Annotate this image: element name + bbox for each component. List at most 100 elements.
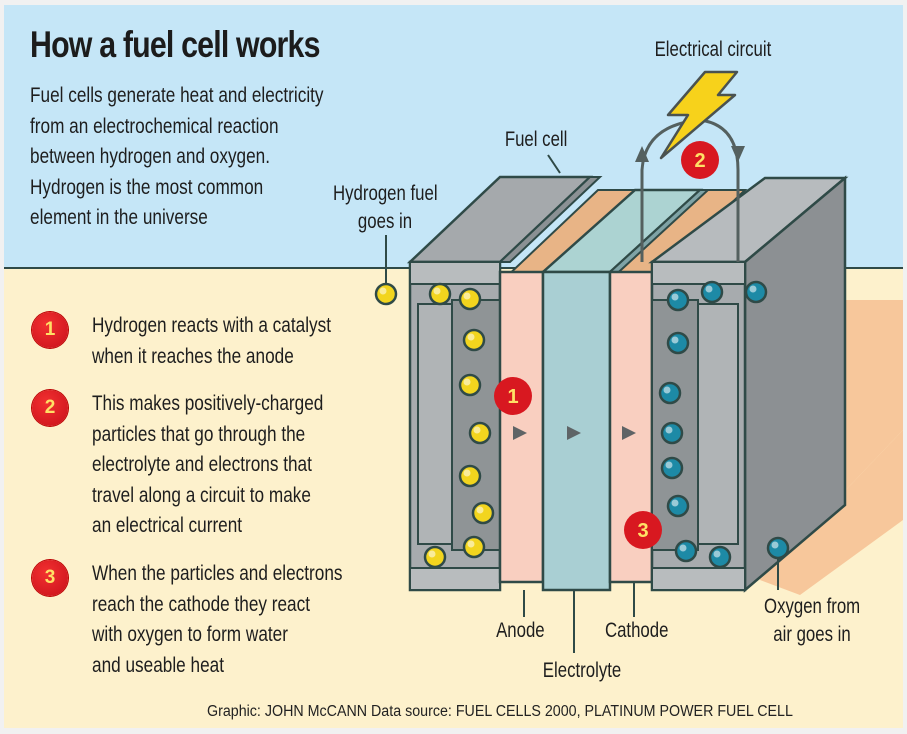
step-line: an electrical current: [92, 513, 243, 537]
hydrogen-molecule-highlight: [463, 469, 471, 477]
oxygen-molecule: [666, 494, 690, 518]
step-line: particles that go through the: [92, 421, 306, 446]
page-title: How a fuel cell works: [30, 24, 320, 65]
hydrogen-molecule: [458, 373, 482, 397]
oxygen-molecule: [674, 539, 698, 563]
oxygen-molecule: [744, 280, 768, 304]
oxygen-molecule-highlight: [663, 386, 671, 394]
hydrogen-molecule: [458, 464, 482, 488]
oxygen-molecule: [700, 280, 724, 304]
intro-text: Fuel cells generate heat and electricity…: [30, 80, 366, 233]
intro-line: Fuel cells generate heat and electricity: [30, 83, 324, 107]
diagram-badge-label: 2: [694, 150, 705, 172]
step-text: When the particles and electrons reach t…: [92, 558, 343, 680]
diagram-badge-label: 1: [507, 386, 518, 408]
label-line: Hydrogen fuel: [333, 182, 438, 205]
label-oxygen: Oxygen from air goes in: [764, 593, 860, 649]
credit-line: Graphic: JOHN McCANN Data source: FUEL C…: [207, 703, 793, 720]
step-line: This makes positively-charged: [92, 391, 324, 415]
hydrogen-molecule-highlight: [463, 292, 471, 300]
anode-layer: [498, 270, 545, 584]
step-line: when it reaches the anode: [92, 343, 294, 368]
oxygen-molecule-highlight: [665, 426, 673, 434]
leader-fuel-cell: [547, 154, 561, 174]
hydrogen-molecule: [468, 421, 492, 445]
label-electrical-circuit: Electrical circuit: [654, 38, 772, 61]
hydrogen-molecule-highlight: [463, 378, 471, 386]
anode-plate-cap: [409, 261, 501, 285]
oxygen-molecule-highlight: [679, 544, 687, 552]
oxygen-molecule-highlight: [671, 336, 679, 344]
intro-line: element in the universe: [30, 205, 208, 229]
diagram-badge-1: [494, 377, 532, 415]
arrow-down-icon: [731, 146, 745, 162]
label-line: goes in: [357, 210, 413, 233]
hydrogen-molecule: [423, 545, 447, 569]
diagram-badge-label: 3: [637, 520, 648, 542]
oxygen-molecule: [658, 381, 682, 405]
label-anode: Anode: [496, 619, 545, 642]
intro-line: from an electrochemical reaction: [30, 113, 279, 138]
step-text: This makes positively-charged particles …: [92, 388, 323, 541]
step-line: travel along a circuit to make: [92, 482, 311, 507]
hydrogen-molecule: [471, 501, 495, 525]
hydrogen-molecule-highlight: [467, 540, 475, 548]
oxygen-molecule: [660, 456, 684, 480]
step-badge: 2: [32, 390, 68, 426]
label-line: Oxygen from: [764, 595, 861, 618]
label-hydrogen-fuel: Hydrogen fuel goes in: [333, 180, 438, 236]
step-line: reach the cathode they react: [92, 591, 311, 616]
oxygen-molecule-highlight: [665, 461, 673, 469]
cathode-inner-wall: [697, 303, 739, 545]
oxygen-molecule: [766, 536, 790, 560]
intro-line: Hydrogen is the most common: [30, 174, 264, 199]
hydrogen-molecule: [462, 328, 486, 352]
anode-plate-edge: [497, 176, 603, 263]
hydrogen-molecule: [374, 282, 398, 306]
label-fuel-cell: Fuel cell: [504, 128, 568, 151]
hydrogen-molecule-highlight: [433, 287, 441, 295]
step-badge: 3: [32, 560, 68, 596]
oxygen-molecule: [666, 288, 690, 312]
oxygen-molecule: [666, 331, 690, 355]
cathode-plate-cap: [651, 261, 746, 285]
oxygen-molecule-highlight: [705, 285, 713, 293]
hydrogen-molecule-highlight: [476, 506, 484, 514]
hydrogen-molecule-highlight: [379, 287, 387, 295]
ion-arrow-icon: [622, 426, 636, 440]
arrow-up-icon: [635, 146, 649, 162]
oxygen-molecule-highlight: [771, 541, 779, 549]
hydrogen-molecule-highlight: [428, 550, 436, 558]
label-line: air goes in: [773, 623, 851, 646]
ion-arrow-icon: [513, 426, 527, 440]
label-cathode: Cathode: [604, 619, 669, 642]
hydrogen-molecule: [458, 287, 482, 311]
step-line: When the particles and electrons: [92, 561, 343, 585]
step-text: Hydrogen reacts with a catalyst when it …: [92, 310, 331, 371]
step-line: electrolyte and electrons that: [92, 452, 312, 476]
circuit-wire-right: [699, 118, 740, 262]
step-line: with oxygen to form water: [92, 622, 288, 646]
intro-line: between hydrogen and oxygen.: [30, 144, 271, 168]
cathode-plate-base: [651, 567, 746, 591]
label-electrolyte: Electrolyte: [542, 659, 622, 682]
hydrogen-molecule: [462, 535, 486, 559]
oxygen-molecule-highlight: [713, 550, 721, 558]
step-line: Hydrogen reacts with a catalyst: [92, 313, 331, 337]
oxygen-molecule-highlight: [671, 499, 679, 507]
lightning-bolt-icon: [659, 70, 739, 160]
anode-plate-base: [409, 567, 501, 591]
hydrogen-molecule-highlight: [473, 426, 481, 434]
oxygen-molecule-highlight: [671, 293, 679, 301]
step-line: and useable heat: [92, 652, 224, 677]
oxygen-molecule: [660, 421, 684, 445]
diagram-badge-3: [624, 511, 662, 549]
hydrogen-molecule: [428, 282, 452, 306]
diagram-badge-2: [681, 141, 719, 179]
step-badge: 1: [32, 312, 68, 348]
ion-arrow-icon: [567, 426, 581, 440]
anode-inner-wall: [417, 303, 453, 545]
oxygen-molecule: [708, 545, 732, 569]
